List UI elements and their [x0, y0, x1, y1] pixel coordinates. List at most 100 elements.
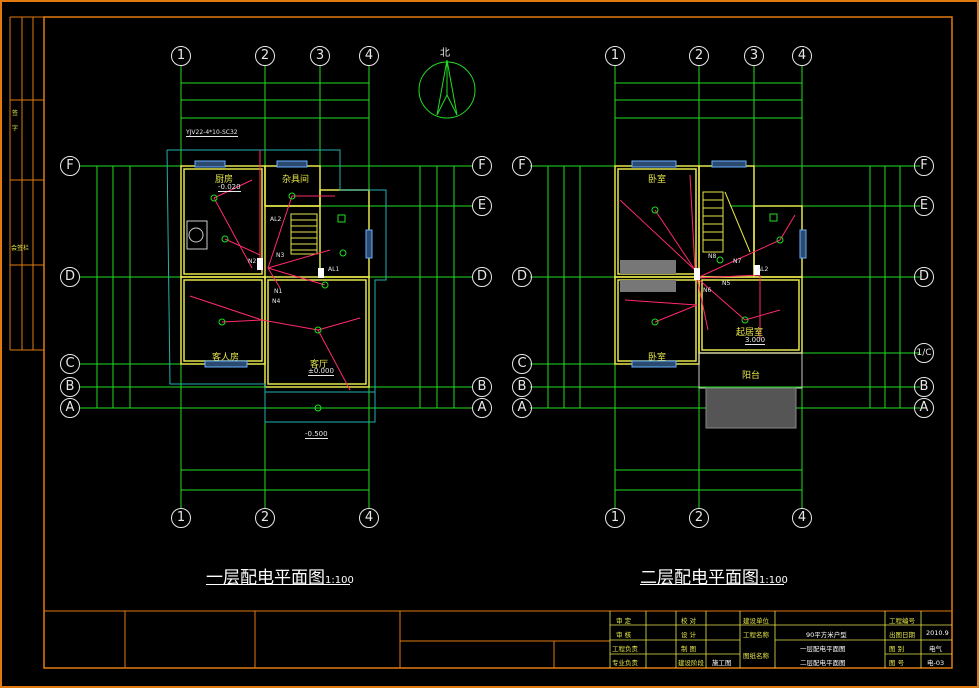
plan1-axis-left-B: B — [60, 377, 80, 397]
plan1-axis-left-D: D — [60, 267, 80, 287]
tb-col1-1: 审 核 — [616, 631, 632, 639]
plan1-axis-left-C: C — [60, 354, 80, 374]
plan2-axis-top-4: 4 — [792, 46, 812, 66]
tb-project: 90平方米户型 — [806, 631, 847, 639]
tb-col3-1: 工程名称 — [743, 631, 769, 639]
plan1-title-underline — [206, 584, 350, 585]
tb-col3-0: 建设单位 — [743, 617, 769, 625]
binding-label-2: 字 — [12, 124, 18, 132]
tb-drawing-no: 电-03 — [927, 659, 945, 667]
plan1-axis-left-A: A — [60, 398, 80, 418]
tb-col2-1: 设 计 — [681, 631, 697, 639]
plan2-axis-bottom-4: 4 — [792, 508, 812, 528]
plan2-axis-left-B: B — [512, 377, 532, 397]
plan1-room-guest: 客人房 — [212, 353, 240, 363]
tb-date: 2010.9 — [926, 629, 949, 637]
tb-col1-2: 工程负责 — [612, 645, 638, 653]
plan2-axis-top-1: 1 — [605, 46, 625, 66]
plan2-axis-right-B: B — [914, 377, 934, 397]
north-label: 北 — [440, 48, 450, 59]
plan1-fixture-round — [188, 227, 204, 243]
plan1-fixture — [186, 220, 208, 250]
plan2-stair — [702, 191, 751, 253]
tb-col5-2: 图 别 — [889, 645, 905, 653]
plan2-axis-top-3: 3 — [744, 46, 764, 66]
plan2-axis-top-2: 2 — [689, 46, 709, 66]
tb-col2-3: 建设阶段 — [678, 659, 704, 667]
plan2-hatch — [620, 260, 676, 292]
plan2-room-balcony: 阳台 — [742, 371, 761, 381]
plan2-circuit-n6: N6 — [703, 287, 712, 294]
plan2-level-living: 3.000 — [745, 336, 766, 345]
plan1-axis-bottom-1: 1 — [171, 508, 191, 528]
plan1-stair — [290, 213, 318, 255]
tb-col2-2: 制 图 — [681, 645, 697, 653]
plan1-cable-label: YJV22-4*10-SC32 — [186, 129, 238, 137]
plan1-title: 一层配电平面图1:100 — [206, 563, 354, 588]
plan1-title-text: 一层配电平面图 — [206, 568, 325, 588]
plan1-level-kitchen: -0.020 — [218, 183, 241, 192]
plan2-panel — [694, 265, 760, 280]
plan1-circuit-n3: N3 — [276, 252, 285, 259]
plan2-axis-left-A: A — [512, 398, 532, 418]
tb-col5-3: 图 号 — [889, 659, 905, 667]
plan2-axis-right-D: D — [914, 267, 934, 287]
plan1-axis-bottom-2: 2 — [255, 508, 275, 528]
tb-col5-1: 出图日期 — [889, 631, 915, 639]
plan2-circuit-n5: N5 — [722, 280, 731, 287]
plan2-axis-right-A: A — [914, 398, 934, 418]
plan1-axis-top-3: 3 — [310, 46, 330, 66]
plan2-title: 二层配电平面图1:100 — [640, 563, 788, 588]
tb-category: 电气 — [929, 645, 942, 653]
title-block-cells — [609, 611, 952, 668]
plan1-circuit-al1: AL1 — [328, 266, 340, 273]
plan1-axis-right-D: D — [472, 267, 492, 287]
plan2-axis-bottom-1: 1 — [605, 508, 625, 528]
plan1-axis-top-1: 1 — [171, 46, 191, 66]
plan2-circuit-al2: AL2 — [757, 266, 769, 273]
plan1-level-living: ±0.000 — [308, 367, 334, 376]
tb-drawing-name-2: 二层配电平面图 — [800, 659, 846, 667]
plan1-level-outside: -0.500 — [305, 430, 328, 439]
plan2-room-bedroom2: 卧室 — [648, 353, 667, 363]
plan2 — [530, 66, 920, 508]
plan2-axis-left-C: C — [512, 354, 532, 374]
plan2-title-text: 二层配电平面图 — [640, 568, 759, 588]
plan1-axis-right-F: F — [472, 156, 492, 176]
binding-label-1: 签 — [12, 109, 18, 117]
plan2-wiring — [619, 174, 796, 340]
plan1-axis-top-2: 2 — [255, 46, 275, 66]
plan2-title-scale: 1:100 — [759, 575, 788, 586]
plan2-axis-right-1C: 1/C — [914, 343, 934, 363]
plan1-outline — [166, 149, 387, 423]
plan1-room-kitchen: 厨房 — [215, 175, 234, 185]
plan2-room-bedroom1: 卧室 — [648, 175, 667, 185]
plan1-axis-left-F: F — [60, 156, 80, 176]
binding-label-3: 会签栏 — [11, 244, 29, 252]
plan1-room-living: 客厅 — [310, 360, 329, 370]
plan2-title-underline — [640, 584, 784, 585]
binding-strip — [9, 16, 44, 351]
plan1-circuit-n4: N4 — [272, 298, 281, 305]
plan1-axis-right-B: B — [472, 377, 492, 397]
plan1-axis-top-4: 4 — [359, 46, 379, 66]
plan2-axis-left-F: F — [512, 156, 532, 176]
plan1-circuit-al2: AL2 — [270, 216, 282, 223]
plan1 — [80, 66, 472, 508]
plan1-axis-right-A: A — [472, 398, 492, 418]
tb-col5-0: 工程编号 — [889, 617, 915, 625]
tb-stage: 施工图 — [712, 659, 732, 667]
plan2-circuit-n7: N7 — [733, 258, 742, 265]
tb-col3-2: 图纸名称 — [743, 652, 769, 660]
plan1-panel — [257, 258, 324, 278]
plan2-circuit-n8: N8 — [708, 253, 717, 260]
plan1-circuit-n2: N2 — [248, 258, 257, 265]
plan2-lamps — [651, 206, 784, 326]
plan1-room-storage: 杂具间 — [282, 175, 310, 185]
plan2-axis-right-F: F — [914, 156, 934, 176]
plan1-wiring — [189, 150, 361, 391]
plan2-windows — [631, 160, 807, 368]
tb-col1-3: 专业负责 — [612, 659, 638, 667]
